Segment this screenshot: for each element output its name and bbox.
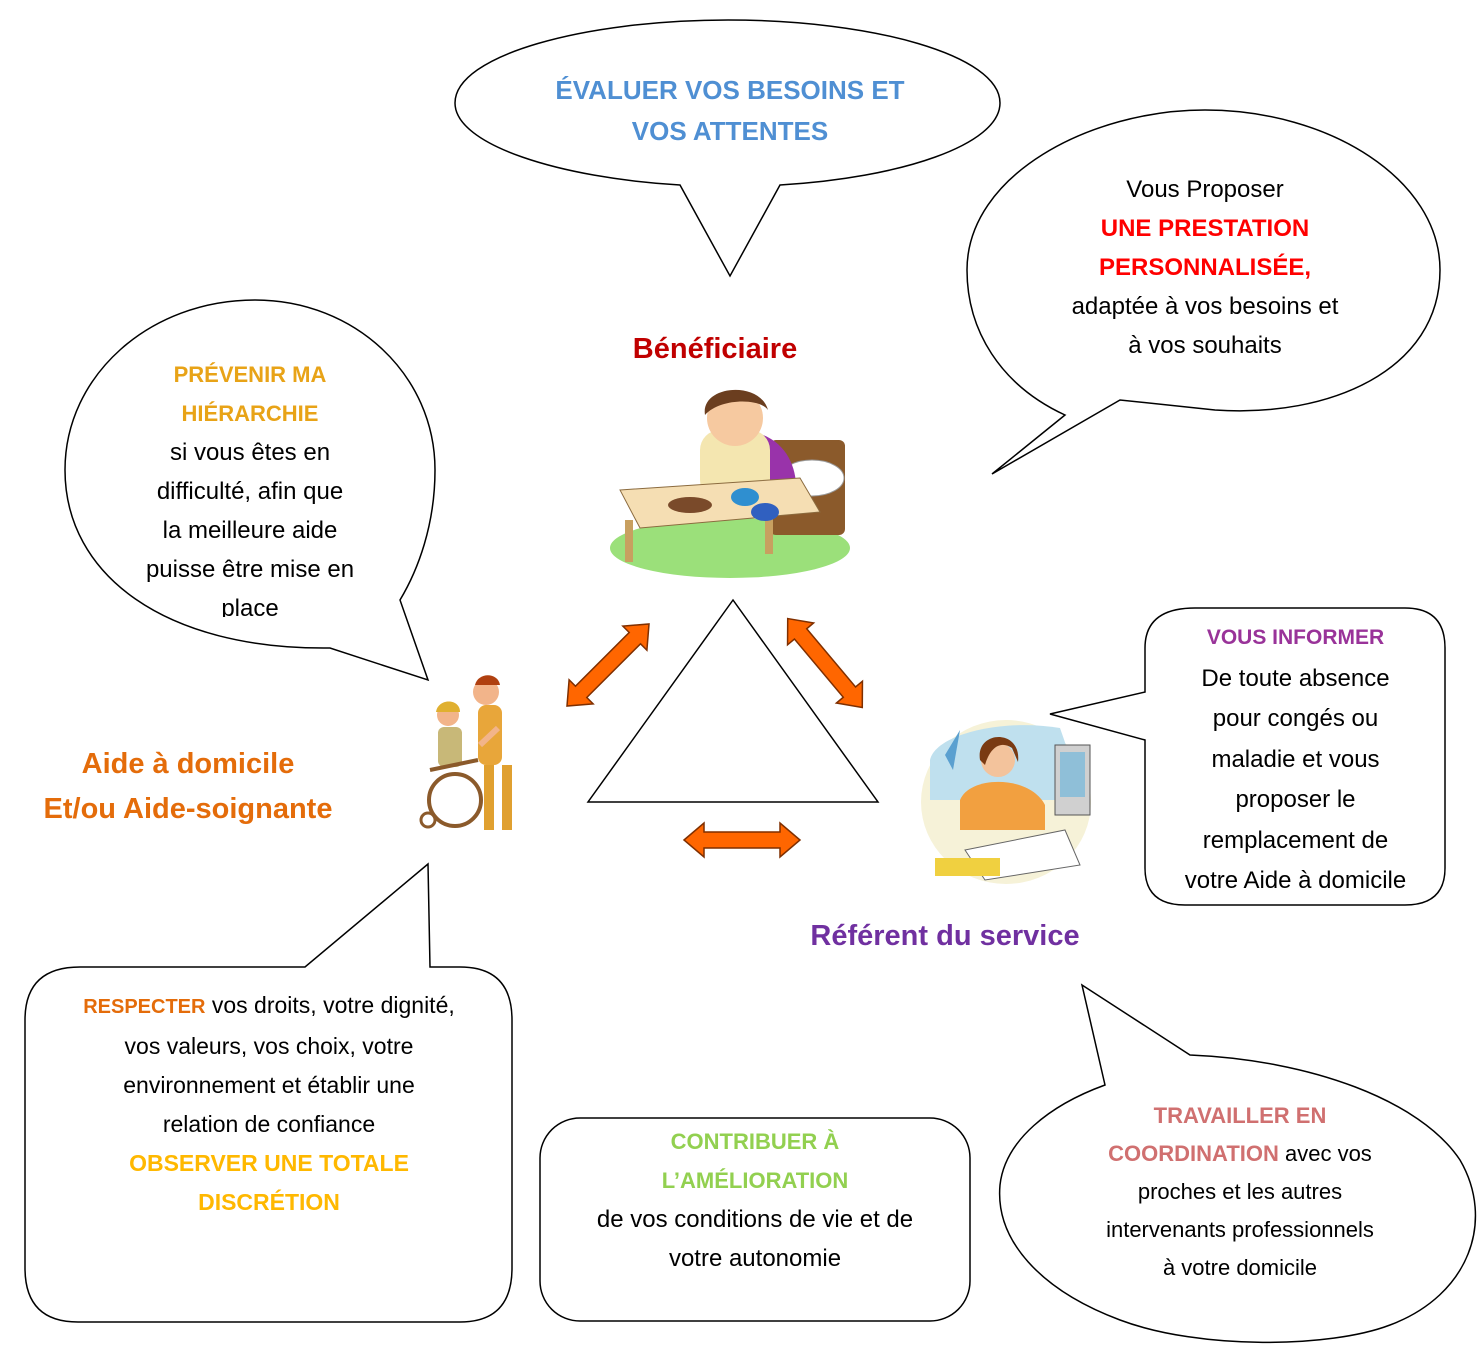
prevent-line3: la meilleure aide <box>162 517 338 544</box>
propose-line3: à vos souhaits <box>1128 332 1282 359</box>
bubble-respect: RESPECTER vos droits, votre dignité, vos… <box>28 986 510 1222</box>
coordinate-line2: intervenants professionnels <box>1106 1217 1374 1242</box>
bubble-evaluate-shape <box>454 19 1001 278</box>
role-aide-line1: Aide à domicile <box>81 748 295 780</box>
bubble-coordinate-shape <box>998 983 1477 1344</box>
respect-title2-line1: OBSERVER UNE TOTALE <box>129 1150 409 1176</box>
coordinate-title-line2-row: COORDINATION avec vos <box>1040 1135 1440 1173</box>
coordinate-title-line2: COORDINATION <box>1108 1141 1279 1166</box>
role-aide: Aide à domicile Et/ou Aide-soignante <box>8 742 368 832</box>
bubble-propose-shape <box>966 109 1441 475</box>
contribute-line1: de vos conditions de vie et de <box>596 1206 914 1233</box>
inform-line4: proposer le <box>1235 786 1356 813</box>
contribute-title-line2: L’AMÉLIORATION <box>661 1168 849 1193</box>
bubble-evaluate: ÉVALUER VOS BESOINS ET VOS ATTENTES <box>500 70 960 152</box>
patient-in-bed-icon <box>610 389 850 578</box>
bubble-coordinate: TRAVAILLER EN COORDINATION avec vos proc… <box>1040 1097 1440 1287</box>
coordinate-title-line1: TRAVAILLER EN <box>1153 1103 1327 1128</box>
respect-title: RESPECTER <box>83 996 206 1018</box>
bubble-respect-shape <box>24 862 513 1323</box>
inform-line5: remplacement de <box>1202 826 1389 854</box>
respect-line4: relation de confiance <box>162 1111 376 1137</box>
respect-line2: vos valeurs, vos choix, votre <box>124 1033 414 1059</box>
role-beneficiary: Bénéficiaire <box>632 333 798 365</box>
central-triangle <box>586 598 880 803</box>
bubble-contribute-shape <box>539 1117 971 1322</box>
contribute-title-line1: CONTRIBUER À <box>670 1129 840 1154</box>
prevent-title-line1: PRÉVENIR MA <box>173 362 327 387</box>
bubble-prevent: PRÉVENIR MA HIÉRARCHIE si vous êtes en d… <box>100 355 400 617</box>
prevent-line4: puisse être mise en <box>145 556 355 583</box>
prevent-title-line2: HIÉRARCHIE <box>181 401 319 426</box>
propose-line1: Vous Proposer <box>1126 176 1284 203</box>
evaluate-title-line2: VOS ATTENTES <box>631 116 829 146</box>
prevent-line5: place <box>221 595 279 617</box>
coordinate-title2-rest: avec vos <box>1278 1141 1372 1166</box>
propose-title-line1: UNE PRESTATION <box>1100 215 1310 242</box>
bubble-propose: Vous Proposer UNE PRESTATION PERSONNALIS… <box>1010 170 1400 365</box>
arrow-left-diagonal <box>566 623 650 707</box>
bubble-prevent-shape <box>64 299 436 682</box>
respect-line1-rest: vos droits, votre dignité, <box>205 992 455 1018</box>
respect-line1: RESPECTER vos droits, votre dignité, <box>28 986 510 1027</box>
bubble-inform: VOUS INFORMER De toute absence pour cong… <box>1148 618 1443 902</box>
role-referent: Référent du service <box>810 920 1080 952</box>
coordinate-line1: proches et les autres <box>1137 1179 1343 1204</box>
caregiver-wheelchair-icon <box>419 675 512 830</box>
arrow-horizontal <box>682 821 802 859</box>
respect-line3: environnement et établir une <box>123 1072 415 1098</box>
propose-title-line2: PERSONNALISÉE, <box>1098 254 1312 281</box>
inform-line3: maladie et vous <box>1211 745 1380 773</box>
inform-title: VOUS INFORMER <box>1206 626 1385 649</box>
contribute-line2: votre autonomie <box>668 1245 842 1272</box>
propose-line2: adaptée à vos besoins et <box>1071 293 1339 320</box>
bubble-inform-shape <box>1049 607 1446 906</box>
inform-line1: De toute absence <box>1201 664 1390 692</box>
bubble-contribute: CONTRIBUER À L’AMÉLIORATION de vos condi… <box>545 1122 965 1278</box>
inform-line6: votre Aide à domicile <box>1184 867 1407 894</box>
respect-title2-line2: DISCRÉTION <box>198 1189 340 1215</box>
prevent-line2: difficulté, afin que <box>156 478 344 505</box>
evaluate-title-line1: ÉVALUER VOS BESOINS ET <box>555 75 905 105</box>
prevent-line1: si vous êtes en <box>169 439 331 466</box>
role-aide-line2: Et/ou Aide-soignante <box>43 793 333 825</box>
inform-line2: pour congés ou <box>1212 705 1379 732</box>
arrow-right-diagonal <box>786 617 864 709</box>
office-worker-phone-icon <box>921 720 1091 884</box>
coordinate-line3: à votre domicile <box>1162 1255 1318 1280</box>
